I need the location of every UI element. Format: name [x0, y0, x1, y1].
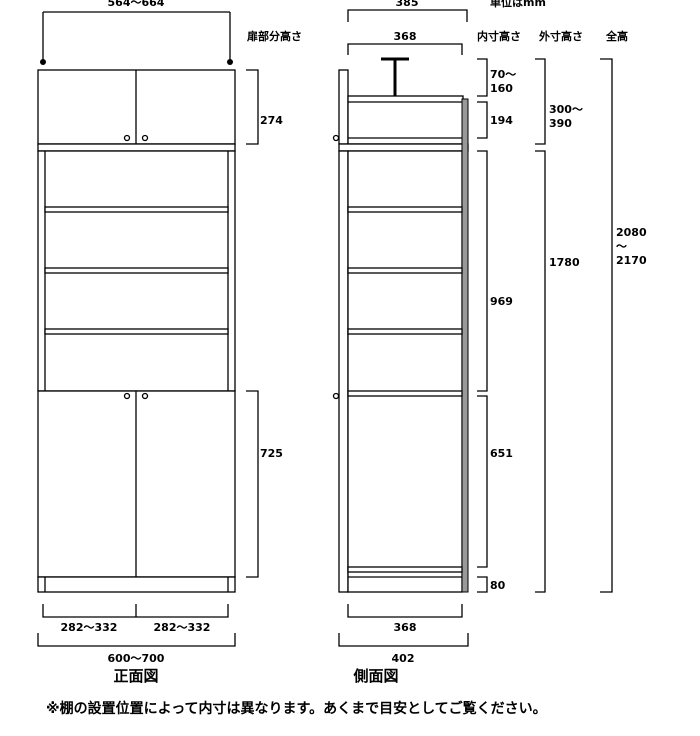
- door-top-height-label: 274: [260, 114, 283, 127]
- side-main-carcass: [347, 150, 463, 593]
- side-view: 385 368 368 402 側面図: [332, 0, 469, 685]
- upper-right-knob-icon: [141, 134, 149, 142]
- outer-main-label: 1780: [549, 256, 580, 269]
- front-half-right-width-label: 282〜332: [154, 621, 211, 634]
- lower-right-knob-icon: [141, 392, 149, 400]
- front-plinth: [37, 576, 236, 593]
- footnote: ※棚の設置位置によって内寸は異なります。あくまで目安としてご覧ください。: [46, 700, 547, 717]
- total-label-a: 2080: [616, 226, 647, 239]
- front-half-left-width-label: 282〜332: [61, 621, 118, 634]
- side-top-depth-label: 385: [396, 0, 419, 9]
- upper-left-knob-icon: [123, 134, 131, 142]
- inner-height-dims: 70〜 160 194 969 651 80: [477, 58, 516, 593]
- front-width-label: 600〜700: [108, 652, 165, 665]
- front-shelf-1: [44, 206, 229, 213]
- side-upper-knob-icon: [332, 134, 340, 142]
- total-height-header: 全高: [605, 29, 628, 43]
- side-inner-depth-top-label: 368: [394, 30, 417, 43]
- total-label-c: 2170: [616, 254, 647, 267]
- front-shelf-3: [44, 328, 229, 335]
- outer-top-label-a: 300〜: [549, 103, 583, 116]
- inner-base-label: 80: [490, 579, 506, 592]
- front-shelf-2: [44, 267, 229, 274]
- front-view-caption: 正面図: [113, 667, 158, 685]
- door-height-header: 扉部分高さ: [247, 29, 302, 43]
- outer-top-label-b: 390: [549, 117, 572, 130]
- side-back-panel: [461, 98, 469, 593]
- total-label-b: 〜: [616, 240, 627, 253]
- side-depth-label: 402: [392, 652, 415, 665]
- total-height-dim: 2080 〜 2170: [600, 58, 647, 593]
- lower-left-knob-icon: [123, 392, 131, 400]
- inner-middle-label: 969: [490, 295, 513, 308]
- unit-label: 単位はmm: [490, 0, 546, 9]
- inner-top-box-label: 194: [490, 114, 513, 127]
- outer-height-header: 外寸高さ: [538, 29, 583, 43]
- side-upper-box: [347, 95, 464, 145]
- inner-top-gap-label-a: 70〜: [490, 68, 516, 81]
- leveler-knob-left-icon: [40, 59, 46, 65]
- front-top-width-label: 564〜664: [108, 0, 165, 9]
- inner-bottom-label: 651: [490, 447, 513, 460]
- inner-height-header: 内寸高さ: [477, 29, 521, 43]
- side-lower-knob-icon: [332, 392, 340, 400]
- leveler-knob-right-icon: [227, 59, 233, 65]
- side-inner-depth-bottom-label: 368: [394, 621, 417, 634]
- outer-height-dims: 300〜 390 1780: [535, 58, 583, 593]
- inner-top-gap-label-b: 160: [490, 82, 513, 95]
- front-view: 564〜664 274 725 282〜332 282〜332: [37, 0, 283, 685]
- side-view-caption: 側面図: [352, 667, 398, 685]
- door-bottom-height-label: 725: [260, 447, 283, 460]
